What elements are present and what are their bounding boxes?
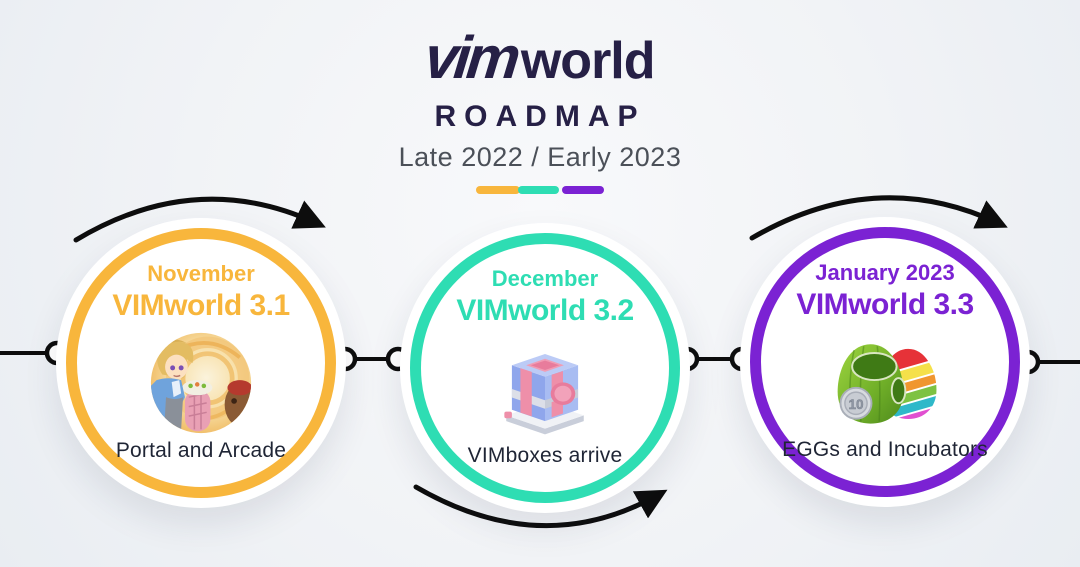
logo-world-text: world bbox=[520, 32, 656, 90]
milestone-month: December bbox=[491, 266, 599, 291]
milestone-title: VIMworld 3.1 bbox=[112, 289, 290, 323]
milestone-circle-december: December VIMworld 3.2 bbox=[400, 223, 690, 513]
milestone-caption: Portal and Arcade bbox=[115, 438, 287, 462]
header: vimworld ROADMAP Late 2022 / Early 2023 bbox=[0, 0, 1080, 194]
milestone-month: November bbox=[147, 261, 255, 286]
eggs-and-incubators-illustration: 10 bbox=[827, 330, 943, 434]
vimbox-illustration bbox=[493, 336, 597, 440]
vimworld-logo: vimworld bbox=[0, 24, 1080, 91]
milestone-circle-november: November VIMworld 3.1 bbox=[56, 218, 346, 508]
milestone-ring: December VIMworld 3.2 bbox=[410, 233, 680, 503]
milestone-month: January 2023 bbox=[815, 260, 955, 285]
milestone-ring: January 2023 VIMworld 3.3 bbox=[750, 227, 1020, 497]
divider-segment-yellow bbox=[476, 186, 520, 194]
milestone-title: VIMworld 3.2 bbox=[456, 294, 634, 328]
divider-segment-teal bbox=[518, 186, 559, 194]
milestone-ring: November VIMworld 3.1 bbox=[66, 228, 336, 498]
milestone-title: VIMworld 3.3 bbox=[796, 288, 974, 322]
milestone-caption: VIMboxes arrive bbox=[467, 443, 623, 467]
logo-vim-text: vim bbox=[422, 24, 521, 91]
portal-and-arcade-illustration bbox=[149, 331, 253, 435]
page-subtitle: Late 2022 / Early 2023 bbox=[398, 142, 682, 172]
milestone-circle-january: January 2023 VIMworld 3.3 bbox=[740, 217, 1030, 507]
page-title: ROADMAP bbox=[434, 100, 646, 133]
divider-segment-purple bbox=[562, 186, 604, 194]
egg-coin-badge: 10 bbox=[848, 397, 863, 412]
milestone-caption: EGGs and Incubators bbox=[782, 437, 988, 461]
tricolor-divider bbox=[476, 186, 604, 194]
